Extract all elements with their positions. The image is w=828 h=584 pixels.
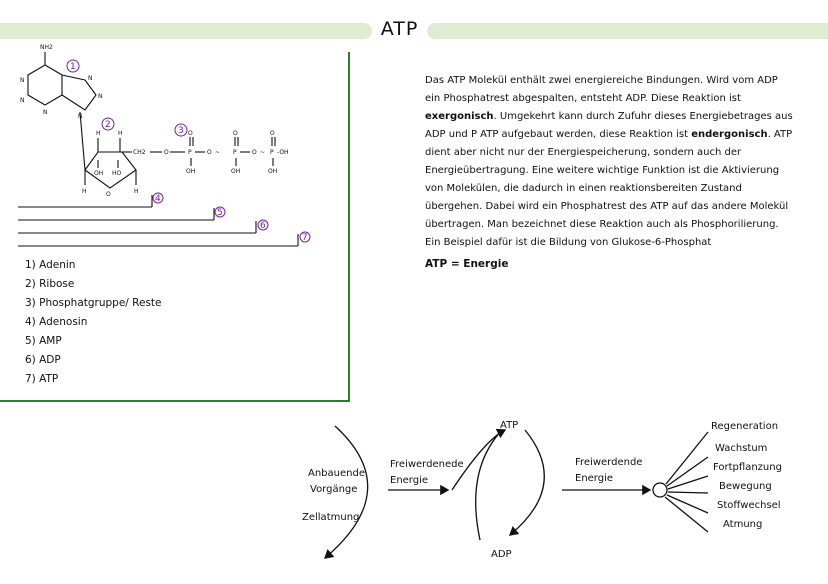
label-oh-p1: OH [186, 168, 195, 175]
description-part-3: . ATP dient aber nicht nur der Energiesp… [425, 129, 793, 248]
label-oh-p2: OH [231, 168, 240, 175]
label-nh2: NH2 [40, 44, 53, 51]
marker-3: 3 [178, 126, 184, 136]
label-p-3: P [270, 149, 274, 156]
atp-structure-diagram: 1 2 3 4 5 6 7 NH2 N N N N N N H H H H OH… [18, 44, 311, 247]
legend-item: 1) Adenin [25, 259, 76, 271]
legend-list: 1) Adenin 2) Ribose 3) Phosphatgruppe/ R… [25, 256, 162, 389]
label-ch2: CH2 [133, 149, 146, 156]
energy-usage-list: Regeneration Wachstum Fortpflanzung Bewe… [711, 417, 782, 534]
atp-cycle-label: ATP [500, 420, 519, 431]
energy-cycle-diagram [324, 425, 709, 559]
label-tilde-1: ~ [215, 149, 220, 156]
legend-item: 7) ATP [25, 373, 59, 385]
marker-4: 4 [155, 194, 161, 204]
label-oh-p3: OH [268, 168, 277, 175]
anabolic-label: Anbauende Vorgänge [308, 468, 365, 495]
label-n-2: N [20, 97, 25, 104]
description-part-2: . Umgekehrt kann durch Zufuhr dieses Ene… [425, 111, 793, 140]
description-part-1: Das ATP Molekül enthält zwei energiereic… [425, 75, 778, 104]
label-tilde-2: ~ [260, 149, 265, 156]
label-h-4: H [134, 188, 139, 195]
adp-cycle-label: ADP [491, 549, 512, 560]
description-endergonic: endergonisch [691, 129, 768, 140]
description-text: Das ATP Molekül enthält zwei energiereic… [425, 72, 795, 252]
label-n-5: N [98, 93, 103, 100]
label-o-1: O [164, 149, 169, 156]
usage-item: Fortpflanzung [713, 462, 782, 473]
cell-respiration-label: Zellatmung [302, 512, 360, 523]
marker-5: 5 [217, 208, 223, 218]
marker-2: 2 [105, 120, 111, 130]
structure-panel [0, 52, 350, 402]
marker-1: 1 [70, 62, 76, 72]
legend-item: 3) Phosphatgruppe/ Reste [25, 297, 162, 309]
label-ooh: -OH [277, 149, 289, 156]
legend-item: 4) Adenosin [25, 316, 88, 328]
page-title: ATP [380, 18, 419, 40]
label-n-3: N [88, 75, 93, 82]
label-o-up-1: O [188, 130, 193, 137]
label-p-2: P [233, 149, 237, 156]
label-oh: OH [94, 170, 103, 177]
header-bar-left [0, 23, 372, 39]
usage-item: Regeneration [711, 421, 779, 432]
usage-item: Bewegung [719, 481, 772, 492]
label-h-3: H [82, 188, 87, 195]
label-o-up-3: O [270, 130, 275, 137]
label-o-2: O [207, 149, 212, 156]
header-bar-right [427, 23, 828, 39]
released-energy-label-2: Freiwerdende Energie [575, 457, 643, 484]
label-h-1: H [96, 130, 101, 137]
label-n-4: N [43, 109, 48, 116]
legend-item: 6) ADP [25, 354, 61, 366]
label-n-6: N [78, 113, 83, 120]
label-o-up-2: O [233, 130, 238, 137]
marker-7: 7 [302, 233, 308, 243]
legend-item: 5) AMP [25, 335, 62, 347]
label-o-ring: O [106, 191, 111, 198]
description-exergonic: exergonisch [425, 111, 494, 122]
label-n-1: N [20, 77, 25, 84]
released-energy-label-1: Freiwerdenede Energie [390, 459, 464, 486]
legend-item: 2) Ribose [25, 278, 75, 290]
usage-item: Wachstum [715, 443, 768, 454]
label-ho: HO [112, 170, 122, 177]
label-h-2: H [118, 130, 123, 137]
usage-item: Stoffwechsel [717, 500, 781, 511]
label-o-3: O [252, 149, 257, 156]
label-p-1: P [188, 149, 192, 156]
usage-item: Atmung [723, 519, 763, 530]
marker-6: 6 [260, 221, 266, 231]
atp-energy-statement: ATP = Energie [425, 258, 509, 270]
